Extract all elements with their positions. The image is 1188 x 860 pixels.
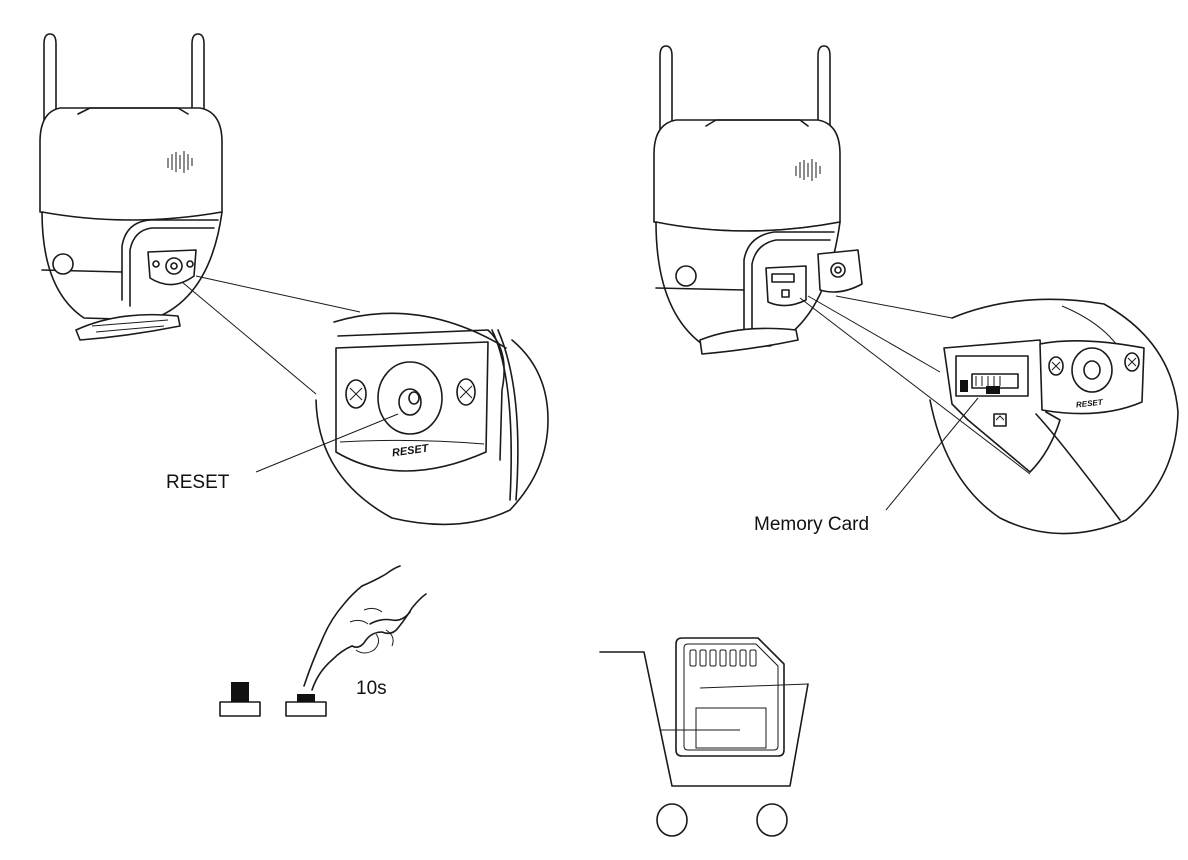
camera-top-body xyxy=(39,107,223,222)
sd-card-label-area xyxy=(695,707,767,749)
sensor-circle-2 xyxy=(675,265,697,287)
wheel-left xyxy=(656,803,688,837)
camera-lower-body-2 xyxy=(655,221,841,347)
cart-outline xyxy=(599,651,809,787)
reset-engraving: RESET xyxy=(391,442,430,459)
memory-card-label: Memory Card xyxy=(754,514,869,535)
sensor-circle xyxy=(52,253,74,275)
memory-card-zoom-detail: RESET xyxy=(885,298,1179,535)
speaker-grille-2 xyxy=(795,159,821,181)
camera-left xyxy=(39,33,361,395)
button-unpressed-cap xyxy=(231,682,249,702)
button-unpressed-base xyxy=(219,701,261,717)
sd-icon xyxy=(993,413,1007,427)
card-slot-plate-small xyxy=(765,265,807,307)
duration-label: 10s xyxy=(356,678,387,699)
camera-right xyxy=(653,45,1031,475)
press-reset-illustration xyxy=(219,565,427,717)
reset-zoom-detail: RESET xyxy=(255,312,549,526)
sd-card-insert-illustration xyxy=(599,637,809,837)
reset-label: RESET xyxy=(166,472,230,493)
camera-lower-body xyxy=(41,211,223,321)
speaker-grille xyxy=(167,151,193,173)
sd-card xyxy=(675,637,785,757)
reset-engraving-2: RESET xyxy=(1076,398,1105,410)
button-pressed-base xyxy=(285,701,327,717)
finger-outline xyxy=(303,585,363,687)
lens-base-2 xyxy=(699,327,799,355)
wheel-right xyxy=(756,803,788,837)
sd-card-contacts xyxy=(689,649,757,667)
button-pressed-cap xyxy=(297,694,315,702)
